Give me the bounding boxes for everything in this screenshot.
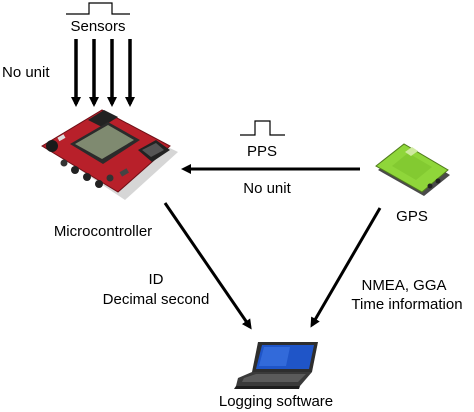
nmea-gga-label: NMEA, GGA bbox=[361, 277, 446, 294]
gps-label: GPS bbox=[396, 208, 428, 225]
gps-to-laptop-arrow bbox=[310, 207, 382, 328]
laptop-icon bbox=[234, 342, 318, 389]
microcontroller-to-laptop-arrow bbox=[163, 202, 252, 330]
pps-pulse-icon bbox=[240, 120, 285, 136]
sensors-pulse-icon bbox=[66, 2, 130, 15]
no-unit-sensors-label: No unit bbox=[2, 64, 50, 81]
no-unit-pps-label: No unit bbox=[243, 180, 291, 197]
time-information-label: Time information bbox=[351, 296, 462, 313]
microcontroller-board-icon bbox=[41, 109, 178, 200]
sensors-label: Sensors bbox=[70, 18, 125, 35]
microcontroller-label: Microcontroller bbox=[54, 223, 152, 240]
pps-label: PPS bbox=[247, 143, 277, 160]
gps-receiver-icon bbox=[375, 143, 450, 196]
decimal-second-label: Decimal second bbox=[103, 291, 210, 308]
id-label: ID bbox=[149, 271, 164, 288]
sensor-arrows bbox=[71, 39, 135, 107]
logging-software-label: Logging software bbox=[219, 393, 333, 410]
